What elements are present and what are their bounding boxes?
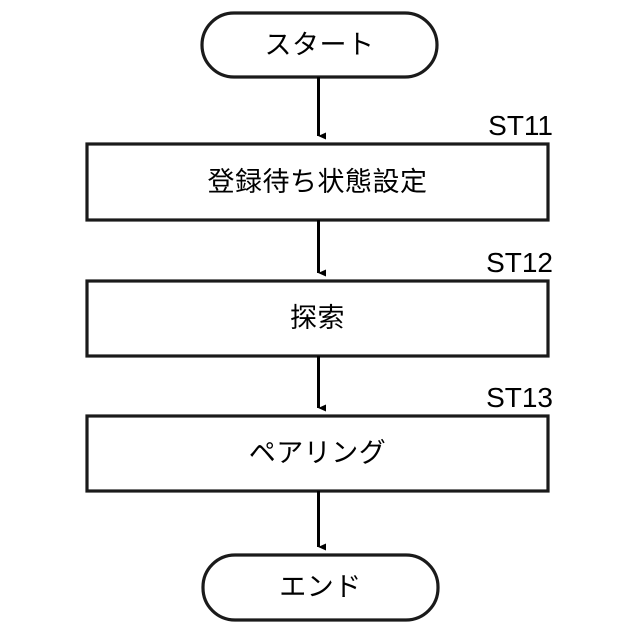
node-end-label: エンド	[279, 572, 362, 603]
node-st12-label: 探索	[290, 303, 345, 334]
node-st11-shape	[85, 142, 550, 222]
node-st13-label: ペアリング	[248, 438, 387, 469]
node-st13-shape	[85, 414, 550, 493]
node-start-label: スタート	[264, 29, 375, 61]
node-st12-shape	[85, 279, 550, 358]
step-label-st11: ST11	[488, 110, 553, 141]
step-label-st13: ST13	[486, 382, 553, 413]
node-st11-label: 登録待ち状態設定	[207, 166, 428, 198]
node-end-shape	[201, 553, 440, 622]
step-label-st12: ST12	[486, 247, 553, 278]
